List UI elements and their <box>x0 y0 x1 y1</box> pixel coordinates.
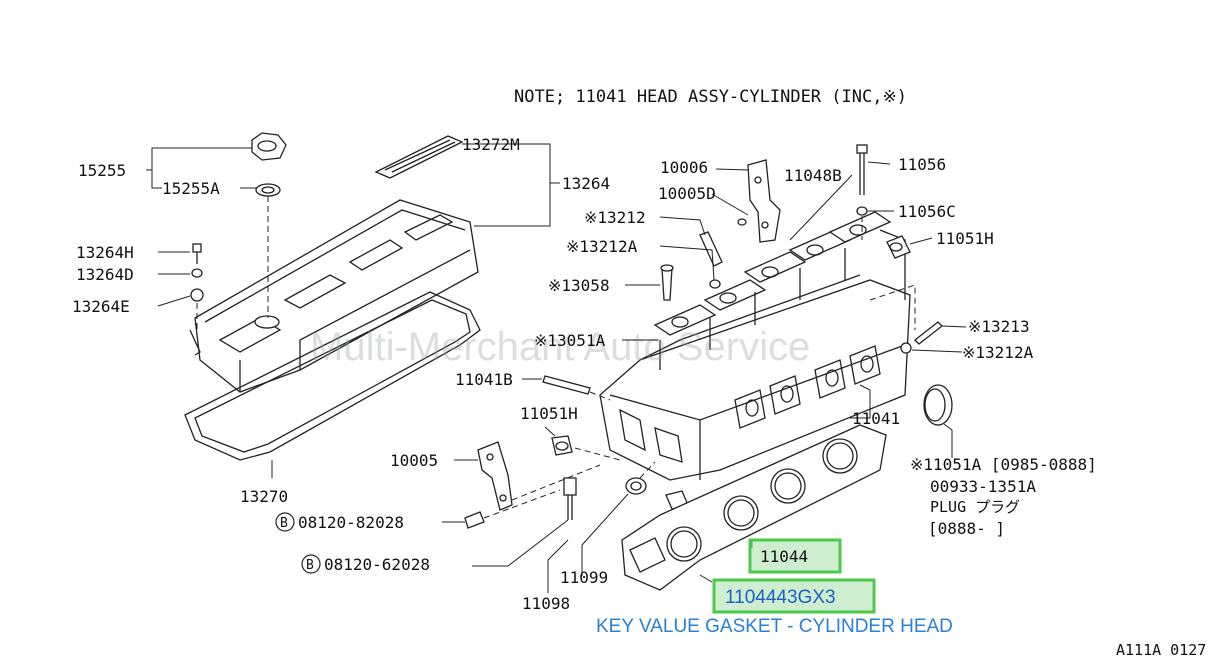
bolt-ref-circle-2 <box>301 554 321 574</box>
label-15255a: 15255A <box>162 179 220 198</box>
label-13212a-right: ※13212A <box>962 343 1034 362</box>
bracket-10006 <box>747 159 781 243</box>
bolt-ref-mark-2: B <box>306 558 314 573</box>
label-08120-62028: 08120-62028 <box>324 555 430 574</box>
note-text: NOTE; 11041 HEAD ASSY-CYLINDER (INC,※) <box>514 87 907 107</box>
label-11041: 11041 <box>852 409 900 428</box>
label-11041b: 11041B <box>455 370 513 389</box>
plug-11051a <box>923 384 953 426</box>
label-11048b: 11048B <box>784 166 842 185</box>
label-10005d: 10005D <box>658 184 716 203</box>
label-plug: PLUG プラグ <box>930 498 1020 516</box>
label-10006: 10006 <box>660 158 708 177</box>
leader-lines <box>146 143 967 593</box>
cover-bolt <box>190 243 204 302</box>
label-13264: 13264 <box>562 174 610 193</box>
part-number: 1104443GX3 <box>725 587 836 608</box>
label-11051h-right: 11051H <box>936 229 994 248</box>
label-11056c: 11056C <box>898 202 956 221</box>
label-11098: 11098 <box>522 594 570 613</box>
label-11044: 11044 <box>760 547 808 566</box>
label-15255: 15255 <box>78 161 126 180</box>
stud-11041b <box>542 375 591 395</box>
label-11099: 11099 <box>560 568 608 587</box>
bolt-11098 <box>563 477 577 496</box>
figure-code: A111A 0127 <box>1116 641 1206 659</box>
cylinder-head <box>599 211 911 481</box>
head-gasket <box>621 424 887 591</box>
rocker-gasket <box>184 291 481 461</box>
gasket-11099 <box>625 477 689 510</box>
label-11051a: ※11051A [0985-0888] <box>910 455 1097 474</box>
label-08120-82028: 08120-82028 <box>298 513 404 532</box>
label-0888: [0888- ] <box>928 519 1005 538</box>
oil-filler-cap <box>251 132 287 197</box>
bolt-ref-circle-1 <box>275 512 295 532</box>
label-00933: 00933-1351A <box>930 477 1036 496</box>
label-11051h-left: 11051H <box>520 404 578 423</box>
label-13264e: 13264E <box>72 297 130 316</box>
stud-13213 <box>914 321 943 345</box>
bolt-11056 <box>856 144 868 216</box>
bolt-08120-82028 <box>464 511 485 529</box>
label-13212: ※13212 <box>584 208 646 227</box>
bracket-10005 <box>477 441 513 511</box>
plug-11051h-right <box>886 235 911 259</box>
label-plate <box>374 135 464 179</box>
label-13264d: 13264D <box>76 265 134 284</box>
label-11056: 11056 <box>898 155 946 174</box>
label-13270: 13270 <box>240 487 288 506</box>
label-13051a: ※13051A <box>534 331 606 350</box>
label-13213: ※13213 <box>968 317 1030 336</box>
key-value-caption: KEY VALUE GASKET - CYLINDER HEAD <box>596 616 953 637</box>
label-13212a: ※13212A <box>566 237 638 256</box>
highlight-11044-box[interactable] <box>748 538 842 574</box>
bolt-ref-mark-1: B <box>280 516 288 531</box>
label-13272m: 13272M <box>462 135 520 154</box>
highlight-part-number-box[interactable] <box>712 578 876 614</box>
plug-11051h-left <box>551 435 573 456</box>
label-13264h: 13264H <box>76 243 134 262</box>
watermark: Multi-Merchant Auto Service <box>310 325 810 369</box>
rocker-cover <box>189 199 479 393</box>
label-10005: 10005 <box>390 451 438 470</box>
valve-guide <box>699 231 723 267</box>
label-13058: ※13058 <box>548 276 610 295</box>
